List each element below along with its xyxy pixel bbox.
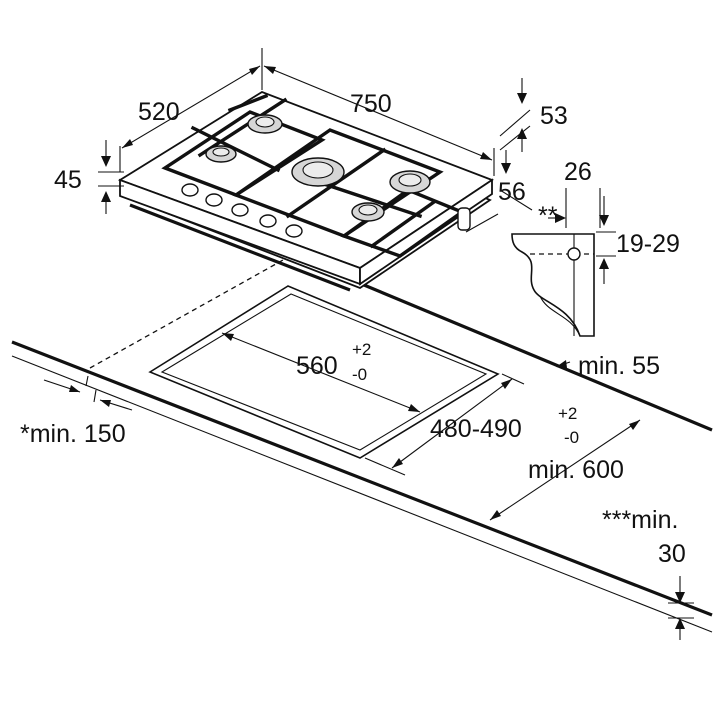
min-600-label: min. 600 bbox=[528, 456, 624, 484]
cutout-outer bbox=[148, 285, 500, 459]
countertop-hidden-edge bbox=[89, 254, 293, 369]
hob-front-trim bbox=[129, 203, 351, 292]
knob-4 bbox=[259, 214, 277, 228]
hob bbox=[117, 91, 494, 292]
hob-height-dimension bbox=[98, 140, 124, 214]
hob-knobs bbox=[181, 183, 303, 238]
min-30-value: 30 bbox=[658, 540, 686, 568]
side-detail-profile bbox=[511, 233, 595, 337]
side-detail bbox=[511, 188, 616, 337]
cutout-inner bbox=[160, 293, 488, 451]
side-detail-hole bbox=[567, 247, 581, 261]
cutout-width-label: 560 bbox=[296, 352, 338, 380]
cutout-depth-tol-plus: +2 bbox=[558, 404, 577, 423]
countertop-front-edge bbox=[11, 340, 713, 617]
cutout-width-tol-plus: +2 bbox=[352, 340, 371, 359]
hob-width-dimension bbox=[261, 48, 495, 176]
hob-height-label: 45 bbox=[54, 166, 82, 194]
detail-marker: ** bbox=[538, 202, 558, 230]
knob-3 bbox=[231, 203, 249, 217]
dim-53 bbox=[499, 78, 531, 152]
dim-26-label: 26 bbox=[564, 158, 592, 186]
countertop-front-edge-lower bbox=[11, 355, 713, 633]
hob-width-label: 750 bbox=[350, 90, 392, 118]
min-600-dimension bbox=[489, 419, 641, 521]
min-30-dimension bbox=[668, 576, 694, 640]
hob-right-side bbox=[359, 178, 493, 286]
dim-19-29-label: 19-29 bbox=[616, 230, 680, 258]
min-55-label: min. 55 bbox=[578, 352, 660, 380]
hob-depth-label: 520 bbox=[138, 98, 180, 126]
dim-53-label: 53 bbox=[540, 102, 568, 130]
gas-connector bbox=[457, 207, 471, 231]
cutout-width-dimension bbox=[221, 332, 421, 413]
dim-56 bbox=[465, 150, 533, 233]
hob-grates bbox=[161, 93, 466, 258]
min-150-dimension bbox=[43, 375, 133, 411]
hob-depth-dimension bbox=[119, 65, 261, 172]
dim-56-label: 56 bbox=[498, 178, 526, 206]
knob-1 bbox=[181, 183, 199, 197]
min-150-label: *min. 150 bbox=[20, 420, 126, 448]
hob-burners bbox=[205, 114, 431, 222]
cutout-depth-tol-minus: -0 bbox=[564, 428, 579, 447]
cutout-width-tol-minus: -0 bbox=[352, 365, 367, 384]
cutout-depth-label: 480-490 bbox=[430, 415, 522, 443]
cutout bbox=[148, 285, 500, 459]
cutout-depth-dimension bbox=[364, 373, 525, 476]
min-55-dimension bbox=[556, 360, 571, 368]
knob-5 bbox=[285, 224, 303, 238]
min-30-label: ***min. bbox=[602, 506, 678, 534]
knob-2 bbox=[205, 193, 223, 207]
